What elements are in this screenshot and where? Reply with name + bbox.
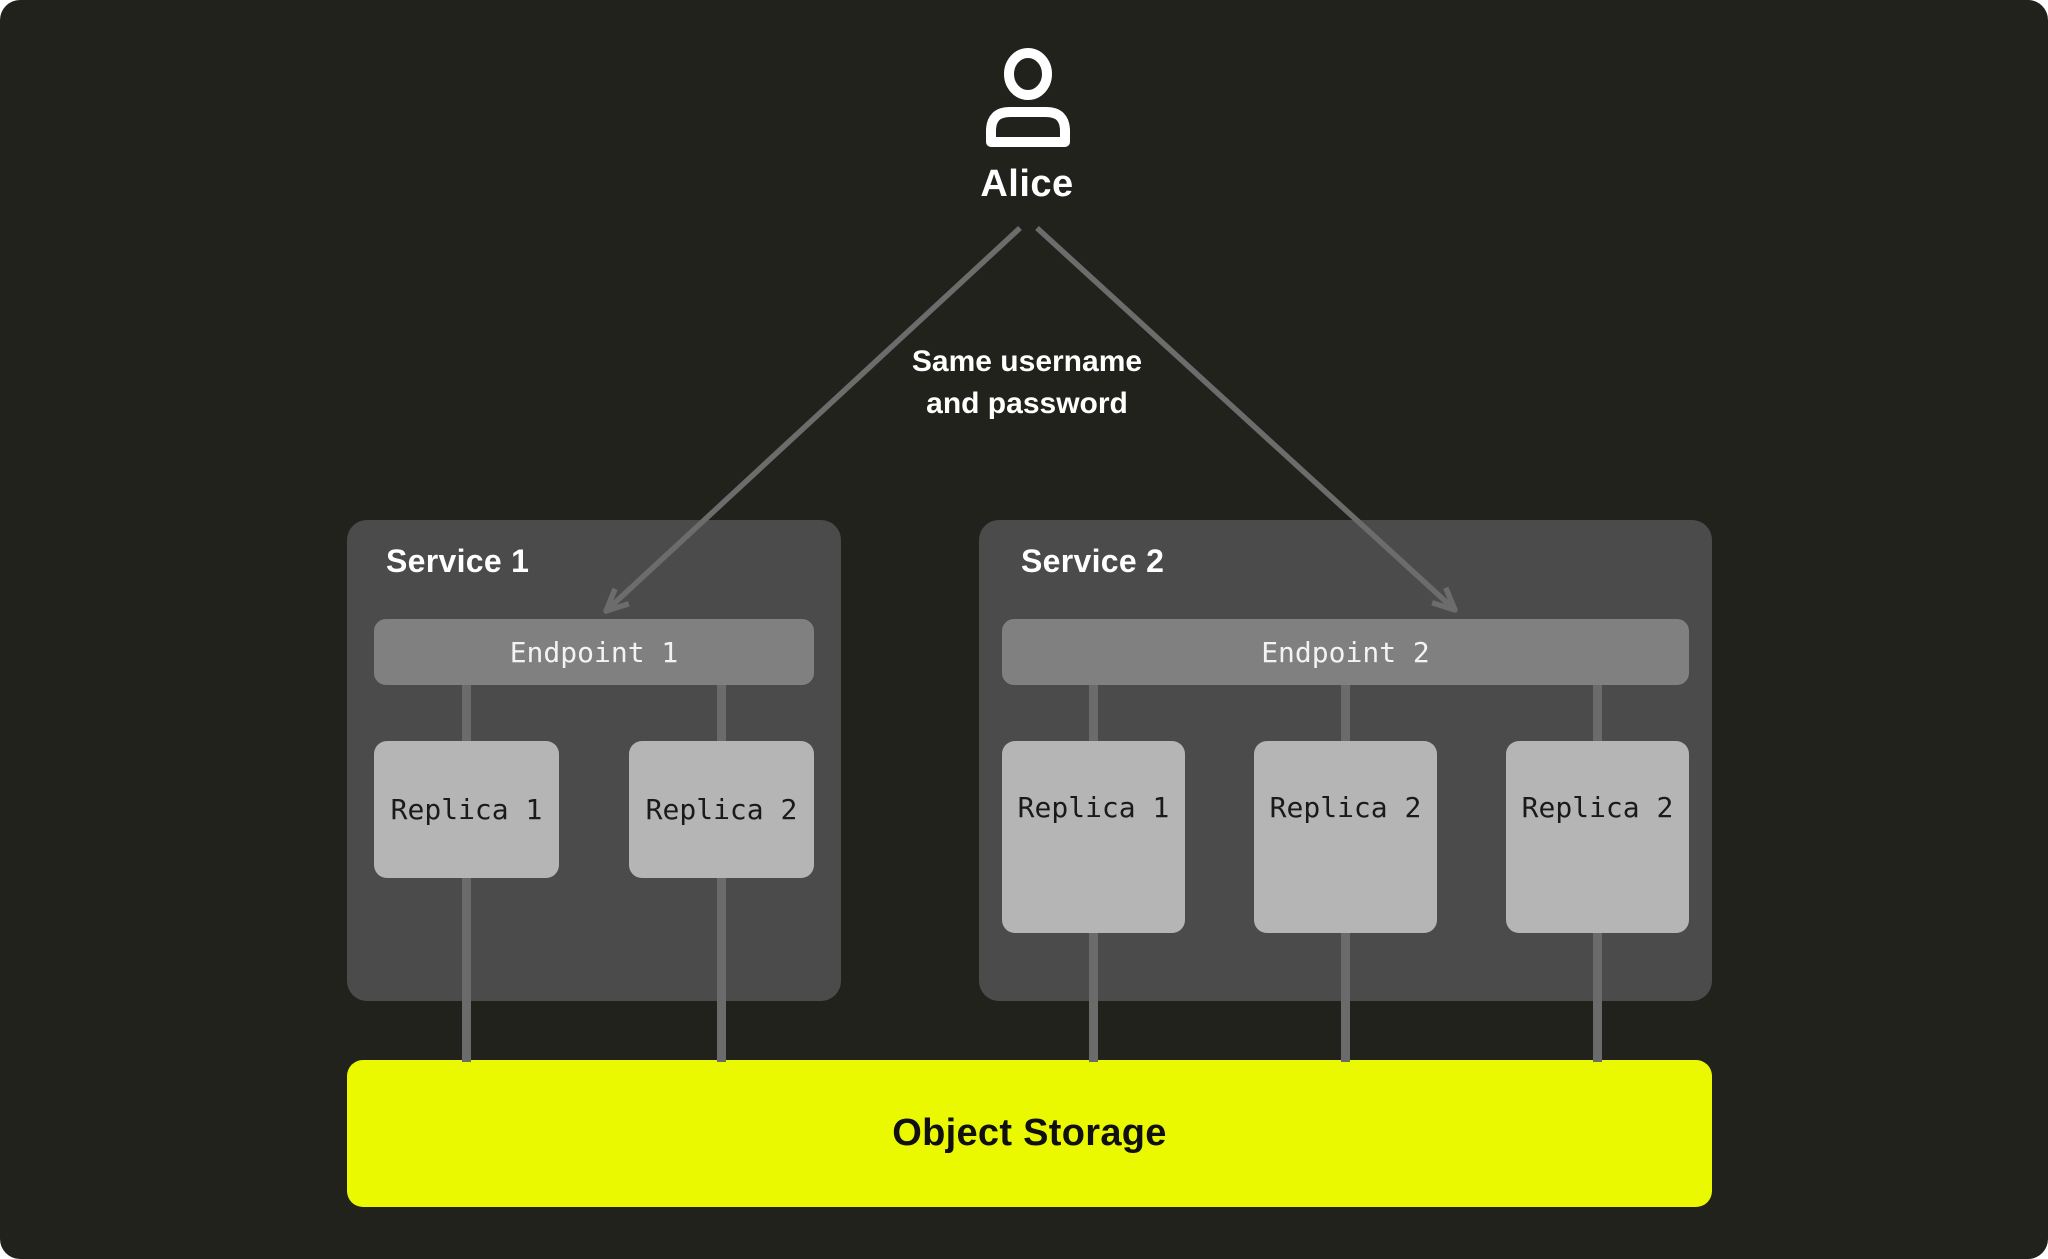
connection-note: Same username and password — [827, 341, 1227, 425]
service-1-title: Service 1 — [386, 543, 530, 579]
object-storage-label: Object Storage — [892, 1112, 1167, 1154]
arrow-to-endpoint-1 — [603, 225, 1022, 614]
service-2-storage-connectors — [1089, 931, 1602, 1062]
service-1-storage-connectors — [462, 876, 726, 1062]
service-2-title: Service 2 — [1021, 543, 1165, 579]
service-2-replica-1: Replica 1 — [1002, 741, 1185, 933]
object-storage-bar — [347, 1060, 1712, 1207]
service-2-replica-3: Replica 2 — [1506, 741, 1689, 933]
person-icon — [986, 48, 1070, 147]
connection-note-line-2: and password — [926, 387, 1128, 420]
service-1-replica-2: Replica 2 — [629, 741, 814, 878]
endpoint-2-box: Endpoint 2 — [1002, 619, 1689, 685]
connection-note-line-1: Same username — [911, 345, 1143, 378]
service-1-replica-1: Replica 1 — [374, 741, 559, 878]
arrow-to-endpoint-2 — [1035, 225, 1458, 613]
endpoint-1-replica-connectors — [462, 683, 726, 743]
endpoint-2-replica-connectors — [1089, 683, 1602, 743]
user-label: Alice — [980, 163, 1074, 205]
endpoint-1-box: Endpoint 1 — [374, 619, 814, 685]
service-2-replica-2: Replica 2 — [1254, 741, 1437, 933]
